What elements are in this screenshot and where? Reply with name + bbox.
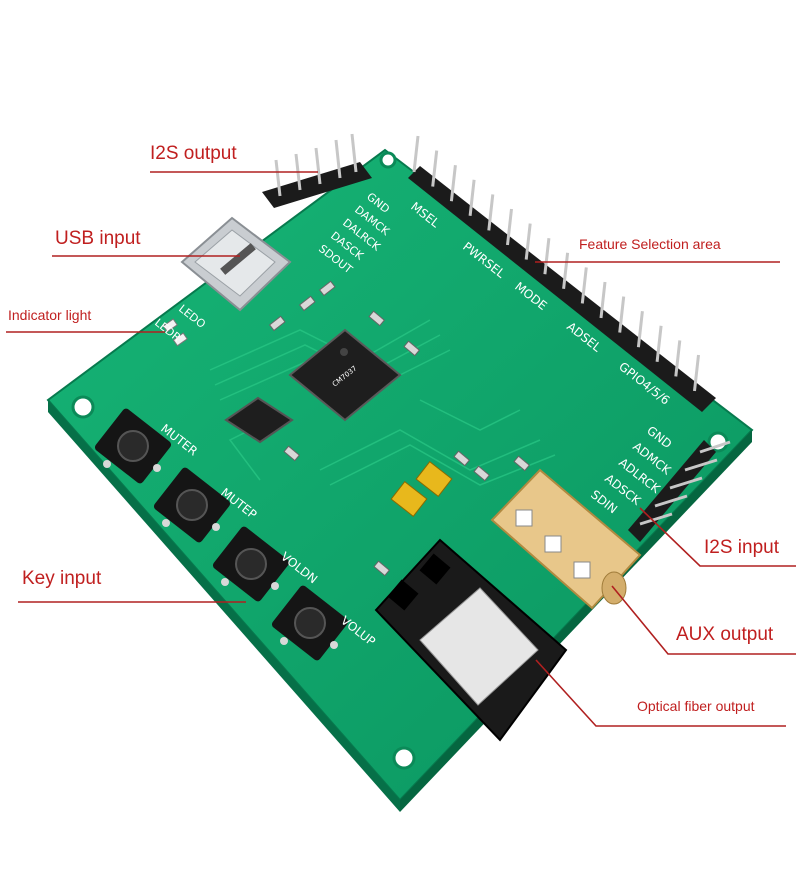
header-pin	[468, 179, 476, 216]
smd-components	[268, 280, 530, 577]
header-pin	[599, 281, 607, 319]
header-pin	[449, 165, 457, 202]
main-ic: CM7037	[288, 328, 402, 422]
leader-i2s-input	[639, 507, 796, 567]
label-i2s-output: I2S output	[150, 143, 237, 164]
header-pin	[562, 252, 570, 289]
label-aux-output: AUX output	[676, 624, 774, 645]
label-indicator-light: Indicator light	[8, 307, 92, 323]
mount-hole	[71, 395, 95, 419]
label-usb-input: USB input	[55, 228, 141, 249]
tantalum-capacitors	[390, 461, 453, 517]
tactile-button	[212, 526, 290, 602]
header-pin	[524, 223, 532, 260]
tactile-button	[94, 408, 172, 484]
tactile-button	[271, 585, 349, 661]
tactile-buttons	[94, 408, 349, 661]
leader-aux-output	[611, 585, 796, 655]
header-pin	[618, 296, 626, 333]
header-pin	[487, 194, 495, 231]
secondary-ic	[224, 396, 294, 444]
usb-c-connector	[180, 216, 292, 312]
leader-lines	[6, 171, 796, 727]
header-pin	[655, 325, 663, 362]
label-feature-selection: Feature Selection area	[579, 236, 721, 252]
mount-hole	[379, 151, 397, 169]
feature-header-pins	[412, 135, 700, 392]
header-pin	[693, 354, 700, 392]
aux-jack	[490, 468, 642, 610]
header-pin	[431, 150, 439, 187]
indicator-leds	[162, 318, 188, 347]
tactile-button	[153, 467, 231, 543]
pcb-edge	[48, 400, 400, 812]
mount-hole	[392, 746, 416, 770]
header-pin	[674, 340, 682, 377]
label-i2s-input: I2S input	[704, 537, 779, 558]
header-i2s-input	[628, 440, 731, 542]
header-pin	[580, 267, 588, 304]
header-pin	[412, 135, 420, 173]
header-pin	[506, 208, 513, 246]
label-optical-output: Optical fiber output	[637, 698, 755, 714]
header-pin	[636, 311, 644, 348]
label-key-input: Key input	[22, 568, 102, 589]
optical-jack	[374, 538, 568, 742]
leader-optical-output	[535, 659, 786, 727]
header-feature-selection	[408, 166, 716, 412]
header-pin	[543, 238, 551, 275]
